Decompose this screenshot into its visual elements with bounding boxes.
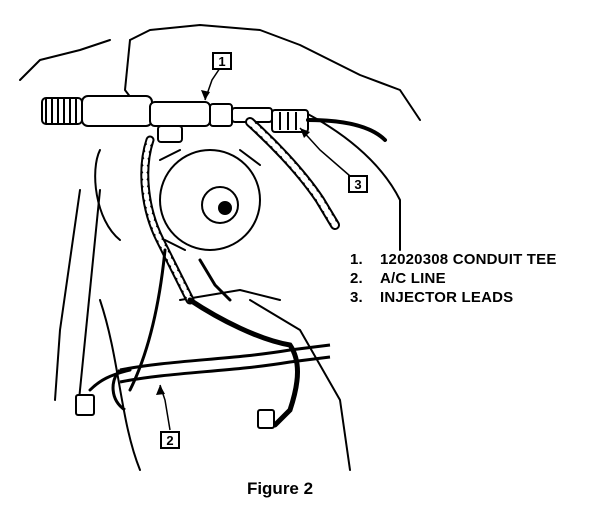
belt-outline-2 <box>77 189 101 411</box>
lower-left-outline <box>19 39 111 81</box>
legend-text: INJECTOR LEADS <box>380 289 514 306</box>
housing-ribs <box>159 149 261 251</box>
legend-item: 2. A/C LINE <box>350 269 557 288</box>
pulley-outline <box>94 149 121 241</box>
figure-caption: Figure 2 <box>246 479 314 498</box>
lower-block-outline <box>99 299 141 471</box>
threaded-fitting <box>41 95 153 127</box>
legend-text: 12020308 CONDUIT TEE <box>380 251 557 268</box>
belt-outline <box>54 189 81 401</box>
wire-harness <box>88 117 387 428</box>
mid-block-outline <box>179 289 281 301</box>
ac-line <box>111 343 331 412</box>
conduit-tee <box>149 101 273 143</box>
callout-1: 1 <box>212 52 232 70</box>
legend-item: 1. 12020308 CONDUIT TEE <box>350 250 557 269</box>
callout-3: 3 <box>348 175 368 193</box>
compressor-body <box>159 149 261 251</box>
compressor-center <box>218 201 232 215</box>
legend-item: 3. INJECTOR LEADS <box>350 288 557 307</box>
legend-text: A/C LINE <box>380 270 446 287</box>
right-housing-outline <box>299 109 401 251</box>
lower-left-connector <box>75 394 95 416</box>
injector-connector <box>271 109 309 133</box>
callout-2: 2 <box>160 431 180 449</box>
lower-right-block <box>249 299 351 471</box>
compressor-hub <box>201 186 239 224</box>
lower-right-connector <box>257 409 275 429</box>
legend-number: 2. <box>350 270 363 287</box>
parts-legend: 1. 12020308 CONDUIT TEE 2. A/C LINE 3. I… <box>350 250 557 307</box>
legend-number: 3. <box>350 289 363 306</box>
engine-housing-outline <box>129 24 421 121</box>
legend-number: 1. <box>350 251 363 268</box>
